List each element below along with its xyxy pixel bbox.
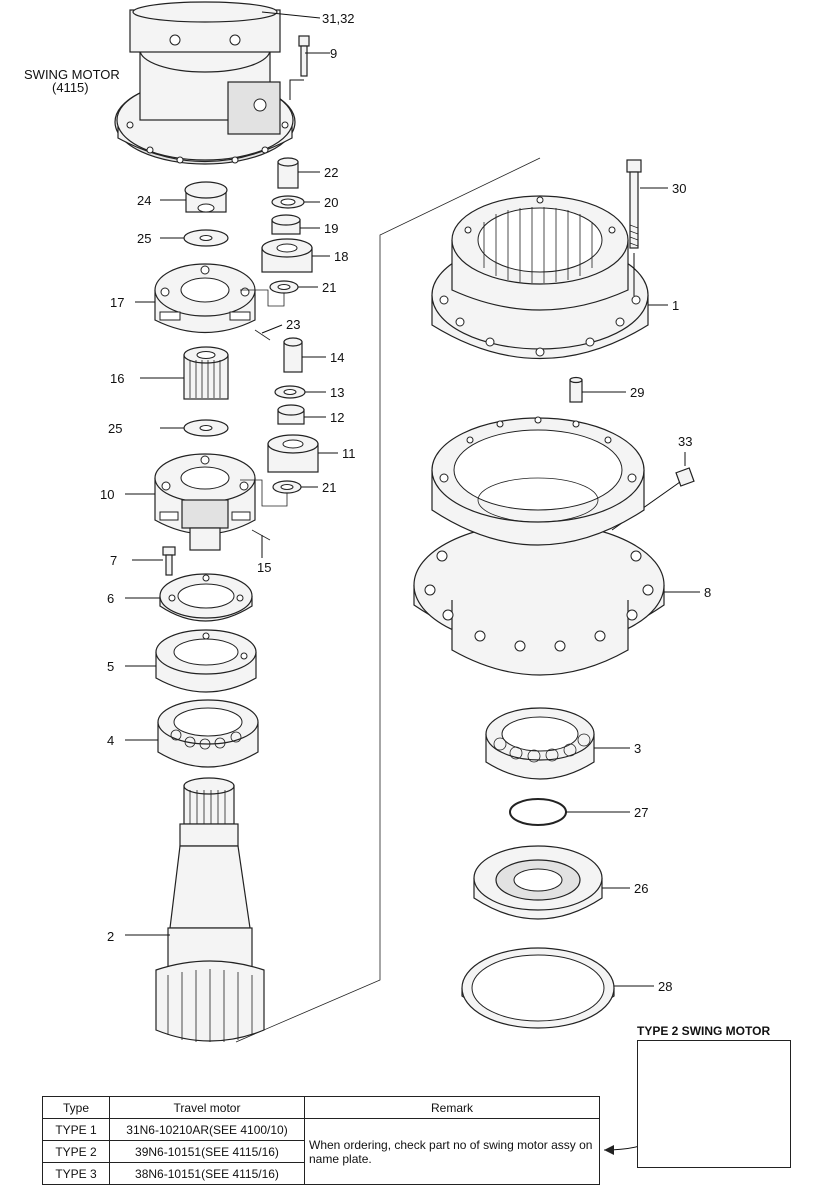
callout-22: 22 <box>324 165 338 180</box>
part-27-o-ring <box>509 798 567 826</box>
part-19-needle-bearing <box>271 214 301 235</box>
callout-19: 19 <box>324 221 338 236</box>
callout-33: 33 <box>678 434 692 449</box>
callout-16: 16 <box>110 371 124 386</box>
motor-type-table: Type Travel motor Remark TYPE 1 31N6-102… <box>42 1096 600 1185</box>
callout-7: 7 <box>110 553 117 568</box>
callout-2: 2 <box>107 929 114 944</box>
table-header-row: Type Travel motor Remark <box>42 1096 600 1119</box>
callout-8: 8 <box>704 585 711 600</box>
callout-30: 30 <box>672 181 686 196</box>
swing-motor-ref: (4115) <box>52 80 89 95</box>
part-10-carrier <box>154 453 256 551</box>
alignment-line <box>235 157 541 1043</box>
callout-25-lower: 25 <box>108 421 122 436</box>
callout-4: 4 <box>107 733 114 748</box>
callout-12: 12 <box>330 410 344 425</box>
swing-motor-title: SWING MOTOR <box>24 67 120 82</box>
callout-9: 9 <box>330 46 337 61</box>
part-14-pin <box>283 337 303 373</box>
header-remark: Remark <box>304 1096 600 1119</box>
callout-10: 10 <box>100 487 114 502</box>
callout-24: 24 <box>137 193 151 208</box>
part-28-seal-ring <box>461 947 615 1029</box>
part-9-bolt <box>298 35 310 77</box>
callout-15: 15 <box>257 560 271 575</box>
row-motor: 31N6-10210AR(SEE 4100/10) <box>109 1118 305 1141</box>
part-26-seal <box>473 845 603 920</box>
part-24-sun-gear <box>184 181 228 213</box>
part-1-ring-gear <box>431 195 649 360</box>
callout-3: 3 <box>634 741 641 756</box>
part-33-plug <box>675 467 695 487</box>
callout-11: 11 <box>342 446 356 461</box>
part-18-planet-gear <box>261 238 313 273</box>
callout-21-upper: 21 <box>322 280 336 295</box>
part-6-plate <box>159 573 253 622</box>
part-8-housing <box>413 416 665 676</box>
type2-title: TYPE 2 SWING MOTOR <box>637 1024 771 1038</box>
callout-21-lower: 21 <box>322 480 336 495</box>
row-type: TYPE 3 <box>42 1162 110 1185</box>
table-row: TYPE 3 38N6-10151(SEE 4115/16) <box>42 1162 600 1185</box>
part-12-needle-bearing <box>277 404 305 425</box>
callout-18: 18 <box>334 249 348 264</box>
callout-1: 1 <box>672 298 679 313</box>
part-3-roller-bearing <box>485 707 595 780</box>
callout-25-upper: 25 <box>137 231 151 246</box>
callout-23: 23 <box>286 317 300 332</box>
callout-6: 6 <box>107 591 114 606</box>
callout-5: 5 <box>107 659 114 674</box>
row-type: TYPE 2 <box>42 1140 110 1163</box>
row-motor: 38N6-10151(SEE 4115/16) <box>109 1162 305 1185</box>
callout-13: 13 <box>330 385 344 400</box>
table-row: TYPE 2 39N6-10151(SEE 4115/16) <box>42 1140 600 1163</box>
part-30-bolt <box>626 159 642 249</box>
row-motor: 39N6-10151(SEE 4115/16) <box>109 1140 305 1163</box>
part-16-sun-gear <box>183 346 229 400</box>
header-type: Type <box>42 1096 110 1119</box>
callout-17: 17 <box>110 295 124 310</box>
callout-31-32: 31,32 <box>322 11 355 26</box>
callout-29: 29 <box>630 385 644 400</box>
type2-arrow-head <box>604 1145 614 1155</box>
callout-26: 26 <box>634 881 648 896</box>
callout-27: 27 <box>634 805 648 820</box>
callout-20: 20 <box>324 195 338 210</box>
swing-motor-assembly <box>114 1 296 165</box>
callout-14: 14 <box>330 350 344 365</box>
callout-28: 28 <box>658 979 672 994</box>
part-22-pin <box>277 157 299 189</box>
row-type: TYPE 1 <box>42 1118 110 1141</box>
header-travel-motor: Travel motor <box>109 1096 305 1119</box>
part-11-planet-gear <box>267 434 319 473</box>
part-17-carrier <box>154 263 256 333</box>
part-2-pinion-shaft <box>155 777 265 1042</box>
part-29-pin <box>569 376 583 403</box>
part-7-bolt <box>162 546 176 576</box>
table-row: TYPE 1 31N6-10210AR(SEE 4100/10) When or… <box>42 1118 600 1185</box>
remark-cell: When ordering, check part no of swing mo… <box>304 1118 600 1185</box>
part-5-ring-nut <box>155 629 257 693</box>
type2-inset-frame <box>637 1040 791 1168</box>
part-4-roller-bearing <box>157 699 259 768</box>
